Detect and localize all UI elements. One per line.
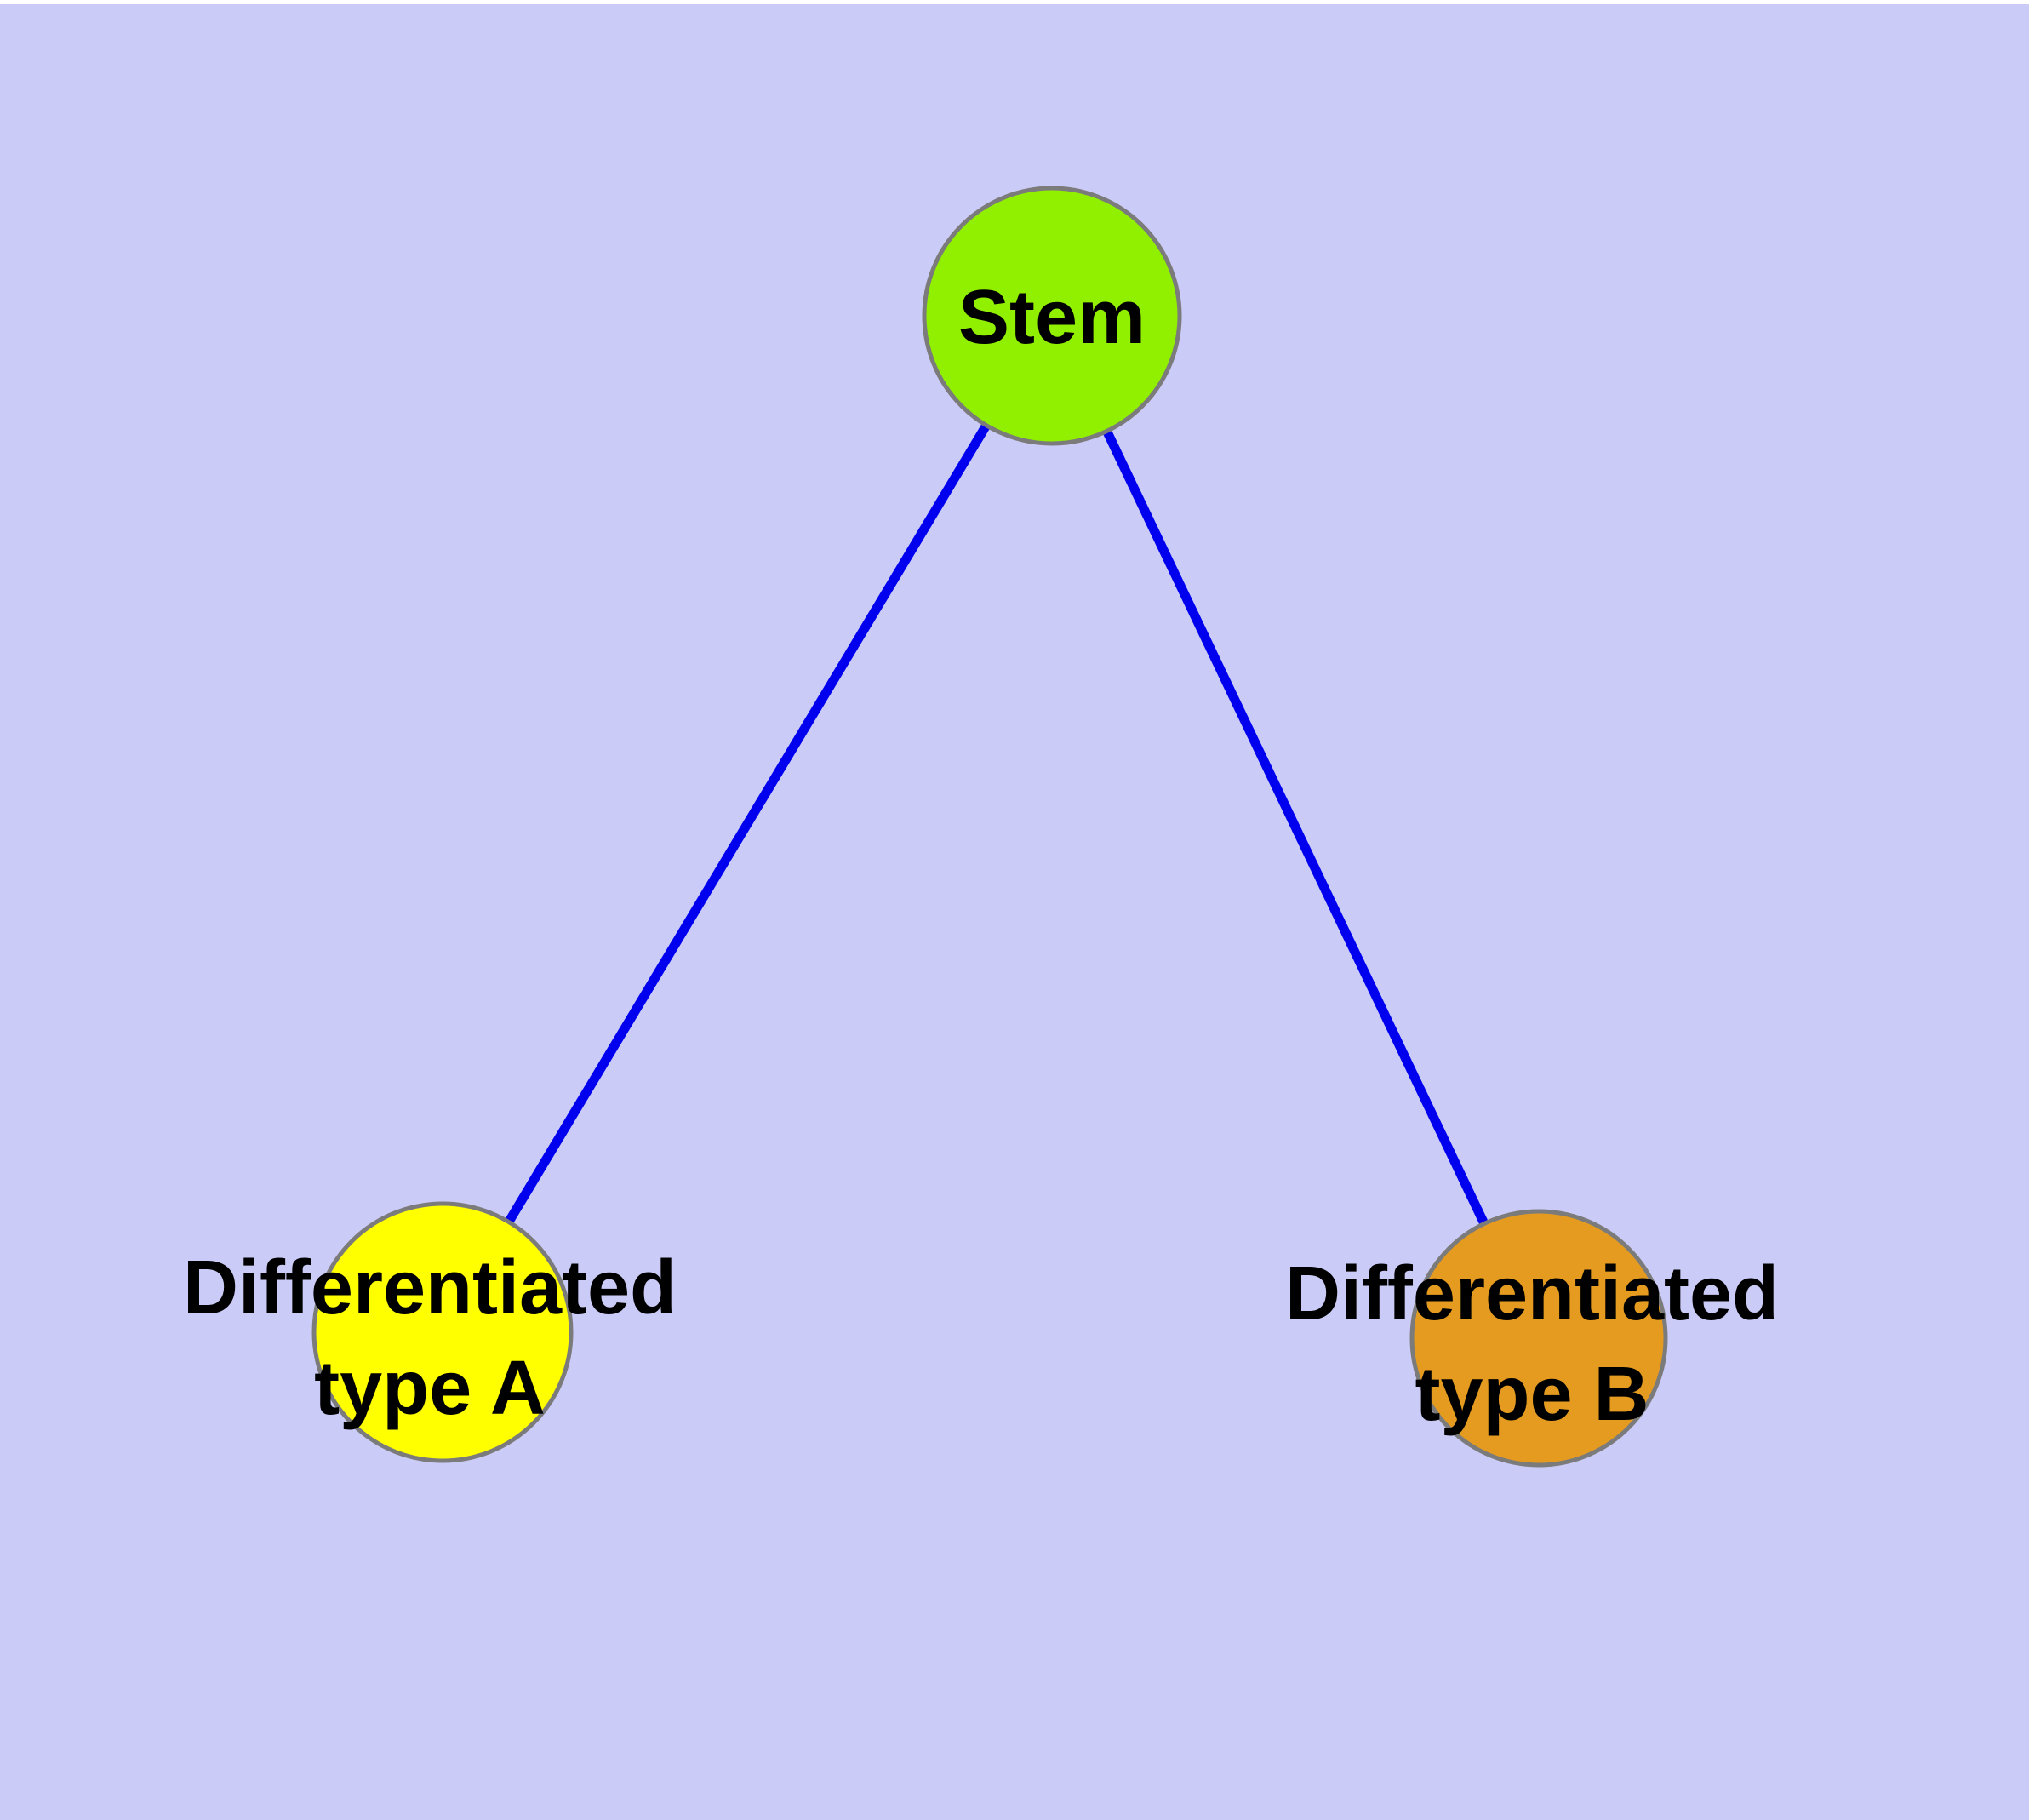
edge-stem-to-type-a: [438, 313, 1056, 1335]
type-a-node-circle: [311, 1201, 574, 1463]
stem-node-label: Stem: [958, 275, 1146, 360]
type-b-node-circle: [1409, 1209, 1668, 1468]
type-b-node-label-line1: Differentiated: [1285, 1251, 1779, 1336]
type-b-node-label-line2: type B: [1415, 1352, 1649, 1437]
edge-stem-to-type-b: [1048, 313, 1543, 1341]
top-edge-highlight: [0, 0, 2029, 4]
type-a-node-label-line2: type A: [314, 1346, 546, 1431]
stem-node-circle: [922, 186, 1182, 446]
type-a-node-label-line1: Differentiated: [183, 1245, 677, 1331]
